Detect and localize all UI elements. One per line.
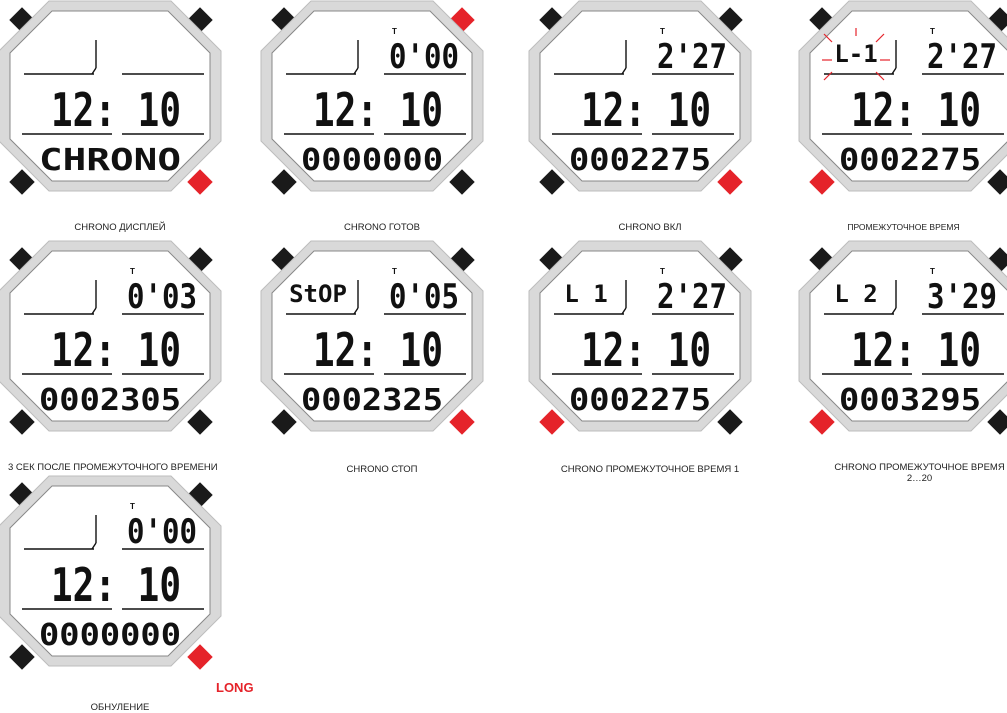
watch-3s-after-split: T0'03 12: 10 0002305 [0, 240, 240, 440]
caption-chrono-ready: CHRONO ГОТОВ [262, 222, 502, 233]
top-right-field: 0'00 [127, 512, 197, 552]
time-field: 12: 10 [313, 323, 443, 377]
time-field: 12: 10 [851, 83, 981, 137]
time-field: 12: 10 [51, 323, 181, 377]
top-right-field: 2'27 [657, 277, 727, 317]
caption-chrono-stop: CHRONO СТОП [262, 464, 502, 475]
chrono-t-indicator: T [930, 267, 935, 276]
top-right-field: 3'29 [927, 277, 997, 317]
watch-chrono-stop: StOP T0'05 12: 10 0002325 [262, 240, 502, 440]
caption-split-time: ПРОМЕЖУТОЧНОЕ ВРЕМЯ [800, 222, 1007, 233]
chrono-t-indicator: T [392, 267, 397, 276]
chrono-t-indicator: T [130, 502, 135, 511]
time-field: 12: 10 [581, 323, 711, 377]
watch-face: T0'03 12: 10 0002305 [0, 240, 240, 440]
chrono-t-indicator: T [392, 27, 397, 36]
bottom-right-button [987, 409, 1007, 434]
top-left-field: L 2 [834, 280, 877, 308]
watch-face: T2'27 12: 10 0002275 [530, 0, 770, 200]
top-right-field: 0'00 [389, 37, 459, 77]
bottom-right-button [187, 169, 212, 194]
bottom-field: 0002275 [569, 383, 711, 418]
caption-reset: ОБНУЛЕНИЕ [0, 702, 240, 713]
caption-3s-after-split: 3 СЕК ПОСЛЕ ПРОМЕЖУТОЧНОГО ВРЕМЕНИ [8, 462, 228, 473]
bottom-right-button [449, 169, 474, 194]
caption-chrono-on: CHRONO ВКЛ [530, 222, 770, 233]
chrono-t-indicator: T [930, 27, 935, 36]
watch-face: L-1 T2'27 12: 10 0002275 [800, 0, 1007, 200]
top-left-field: StOP [289, 280, 347, 308]
watch-face: T0'00 12: 10 0000000 [262, 0, 502, 200]
watch-chrono-display: 12: 10 CHRONO [0, 0, 240, 200]
bottom-right-button [449, 409, 474, 434]
time-field: 12: 10 [313, 83, 443, 137]
time-field: 12: 10 [581, 83, 711, 137]
bottom-field: 0003295 [839, 383, 981, 418]
bottom-right-button [187, 644, 212, 669]
watch-face: StOP T0'05 12: 10 0002325 [262, 240, 502, 440]
top-left-field: L-1 [834, 40, 877, 68]
bottom-field: 0002275 [569, 143, 711, 178]
caption-chrono-split-1: CHRONO ПРОМЕЖУТОЧНОЕ ВРЕМЯ 1 [530, 464, 770, 475]
bottom-field: 0000000 [301, 143, 443, 178]
bottom-field: 0002305 [39, 383, 181, 418]
chrono-t-indicator: T [660, 267, 665, 276]
watch-face: L 2 T3'29 12: 10 0003295 [800, 240, 1007, 440]
caption-chrono-split-2-20: CHRONO ПРОМЕЖУТОЧНОЕ ВРЕМЯ 2…20 [832, 462, 1007, 484]
top-left-field: L 1 [564, 280, 607, 308]
watch-face: T0'00 12: 10 0000000 [0, 475, 240, 675]
bottom-right-button [717, 169, 742, 194]
time-field: 12: 10 [51, 558, 181, 612]
bottom-right-button [987, 169, 1007, 194]
top-right-field: 0'05 [389, 277, 459, 317]
time-field: 12: 10 [51, 83, 181, 137]
bottom-right-button [187, 409, 212, 434]
bottom-field: 0002325 [301, 383, 443, 418]
watch-face: 12: 10 CHRONO [0, 0, 240, 200]
bottom-field: 0002275 [839, 143, 981, 178]
bottom-field: CHRONO [39, 143, 181, 178]
bottom-field: 0000000 [39, 618, 181, 653]
top-right-field: 2'27 [927, 37, 997, 77]
bottom-right-button [717, 409, 742, 434]
top-right-field: 2'27 [657, 37, 727, 77]
chrono-t-indicator: T [130, 267, 135, 276]
caption-chrono-display: CHRONO ДИСПЛЕЙ [0, 222, 240, 233]
chrono-t-indicator: T [660, 27, 665, 36]
top-right-field: 0'03 [127, 277, 197, 317]
long-press-label: LONG [216, 680, 254, 695]
time-field: 12: 10 [851, 323, 981, 377]
watch-face: L 1 T2'27 12: 10 0002275 [530, 240, 770, 440]
